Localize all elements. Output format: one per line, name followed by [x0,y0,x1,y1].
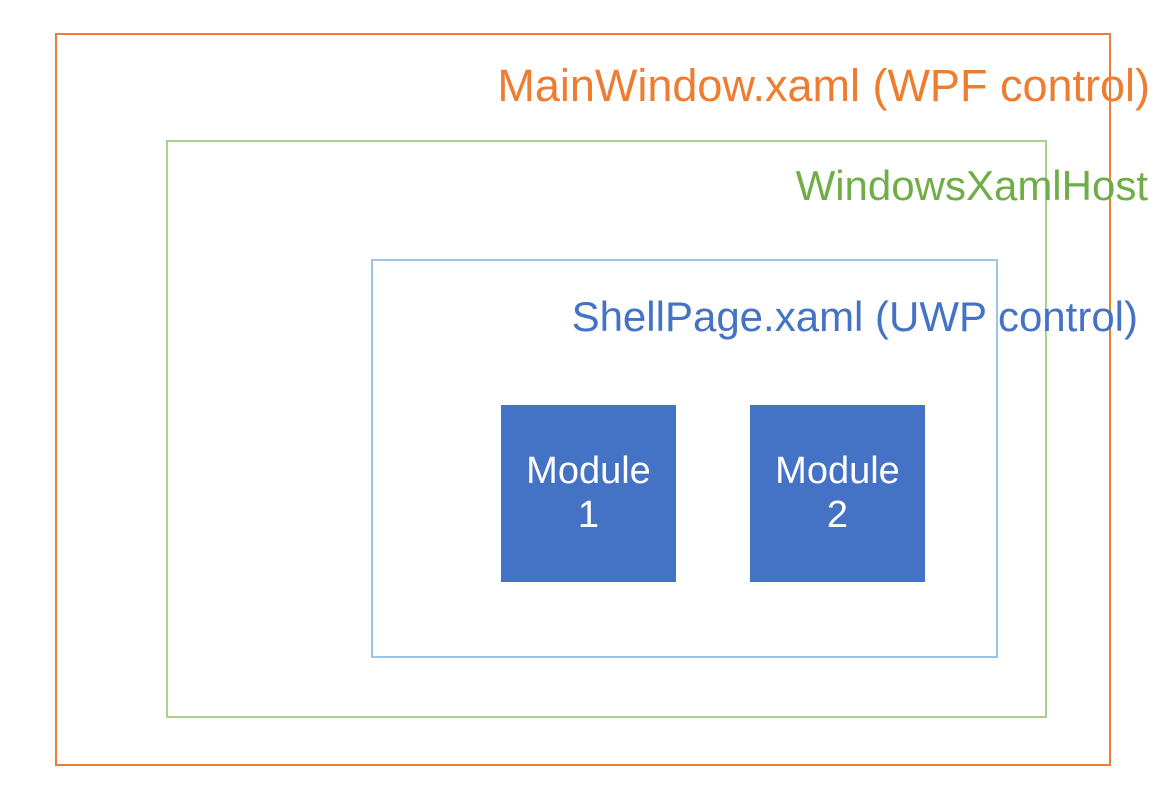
layer-box-mainwindow-wpf [55,33,1111,766]
layer-box-windowsxamlhost [166,140,1047,718]
layer-box-shellpage-uwp [371,259,998,658]
layer-label-shellpage-uwp: ShellPage.xaml (UWP control) [571,293,1138,340]
module-tile-2: Module 2 [750,405,925,582]
module-tile-2-index: 2 [826,493,849,536]
layer-label-mainwindow-wpf: MainWindow.xaml (WPF control) [497,60,1150,111]
module-tile-1-index: 1 [577,493,600,536]
module-tile-2-name: Module [775,449,900,492]
module-tile-1: Module 1 [501,405,676,582]
module-tile-1-name: Module [526,449,651,492]
layer-label-windowsxamlhost: WindowsXamlHost [795,162,1148,209]
